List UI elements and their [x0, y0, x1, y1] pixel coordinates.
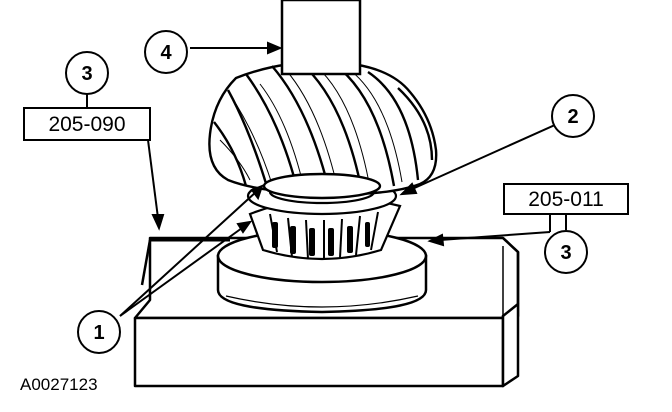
tool-label-box-205-011 — [503, 183, 629, 215]
callout-2: 2 — [551, 94, 595, 138]
figure-id: A0027123 — [20, 375, 98, 394]
callout-3-left: 3 205-090 — [23, 51, 151, 141]
tool-label-box-205-090 — [23, 107, 151, 141]
callout-3-right: 205-011 3 — [503, 183, 629, 274]
tool-label-205-090: 205-090 — [48, 113, 125, 136]
leader-lines — [86, 41, 567, 317]
callout-1: 1 — [77, 310, 121, 354]
callout-2-number: 2 — [567, 106, 578, 128]
callout-3-left-number: 3 — [81, 63, 92, 85]
pinion-gear — [208, 60, 438, 200]
press-ram — [280, 0, 362, 76]
tool-label-205-011: 205-011 — [528, 188, 604, 211]
callout-4: 4 — [144, 30, 188, 74]
callout-4-number: 4 — [160, 42, 172, 64]
callout-1-number: 1 — [93, 322, 104, 344]
callout-3-right-number: 3 — [560, 242, 571, 264]
